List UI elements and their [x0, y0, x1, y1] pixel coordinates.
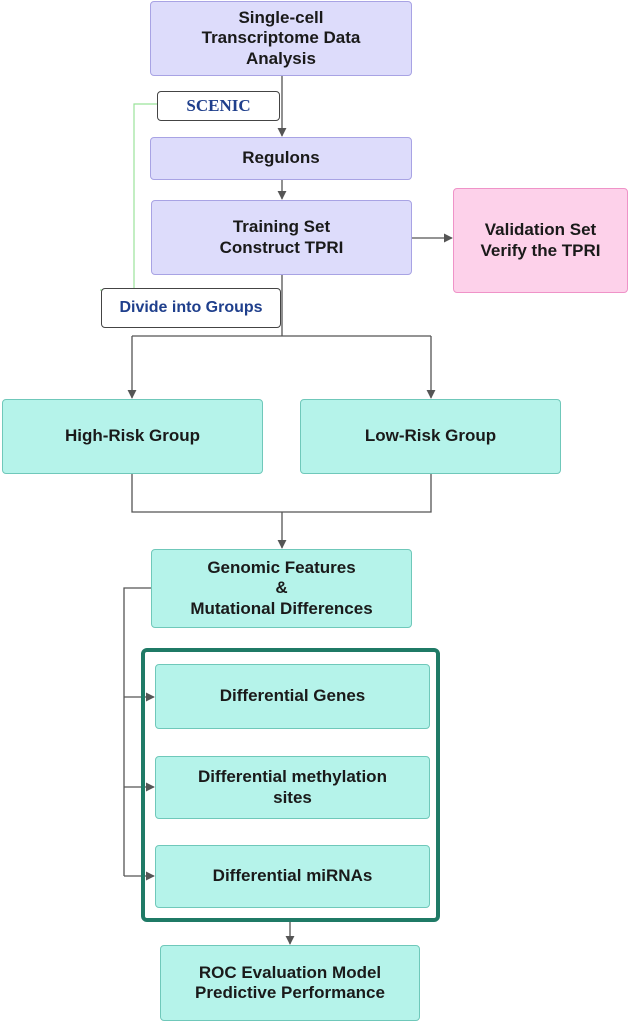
- line-merge: [131, 474, 432, 513]
- differential-mirnas-box: Differential miRNAs: [155, 845, 430, 908]
- feedback-line: [100, 103, 158, 291]
- genomic-features-box: Genomic Features & Mutational Difference…: [151, 549, 412, 628]
- roc-evaluation-box: ROC Evaluation Model Predictive Performa…: [160, 945, 420, 1021]
- scenic-text: SCENIC: [186, 96, 251, 115]
- low-risk-group-box: Low-Risk Group: [300, 399, 561, 474]
- training-set-text: Training Set Construct TPRI: [219, 217, 344, 257]
- genomic-features-text: Genomic Features & Mutational Difference…: [190, 557, 373, 618]
- high-risk-group-box: High-Risk Group: [2, 399, 263, 474]
- validation-set-text: Validation Set Verify the TPRI: [480, 220, 601, 260]
- differential-methylation-text: Differential methylation sites: [198, 767, 387, 807]
- scenic-label: SCENIC: [157, 91, 280, 121]
- line-genomic-left: [123, 587, 151, 876]
- high-risk-group-text: High-Risk Group: [64, 426, 201, 446]
- differential-mirnas-text: Differential miRNAs: [212, 866, 373, 886]
- divide-into-groups-label: Divide into Groups: [101, 288, 281, 328]
- validation-set-box: Validation Set Verify the TPRI: [453, 188, 628, 293]
- differential-genes-box: Differential Genes: [155, 664, 430, 729]
- regulons-text: Regulons: [242, 148, 320, 168]
- differential-methylation-box: Differential methylation sites: [155, 756, 430, 819]
- differential-analysis-frame: [141, 648, 440, 922]
- differential-genes-text: Differential Genes: [219, 686, 366, 706]
- divide-into-groups-text: Divide into Groups: [119, 299, 263, 316]
- low-risk-group-text: Low-Risk Group: [364, 426, 497, 446]
- regulons-box: Regulons: [150, 137, 412, 180]
- single-cell-analysis-text: Single-cell Transcriptome Data Analysis: [201, 7, 361, 68]
- roc-evaluation-text: ROC Evaluation Model Predictive Performa…: [195, 962, 385, 1002]
- training-set-box: Training Set Construct TPRI: [151, 200, 412, 275]
- single-cell-analysis-box: Single-cell Transcriptome Data Analysis: [150, 1, 412, 76]
